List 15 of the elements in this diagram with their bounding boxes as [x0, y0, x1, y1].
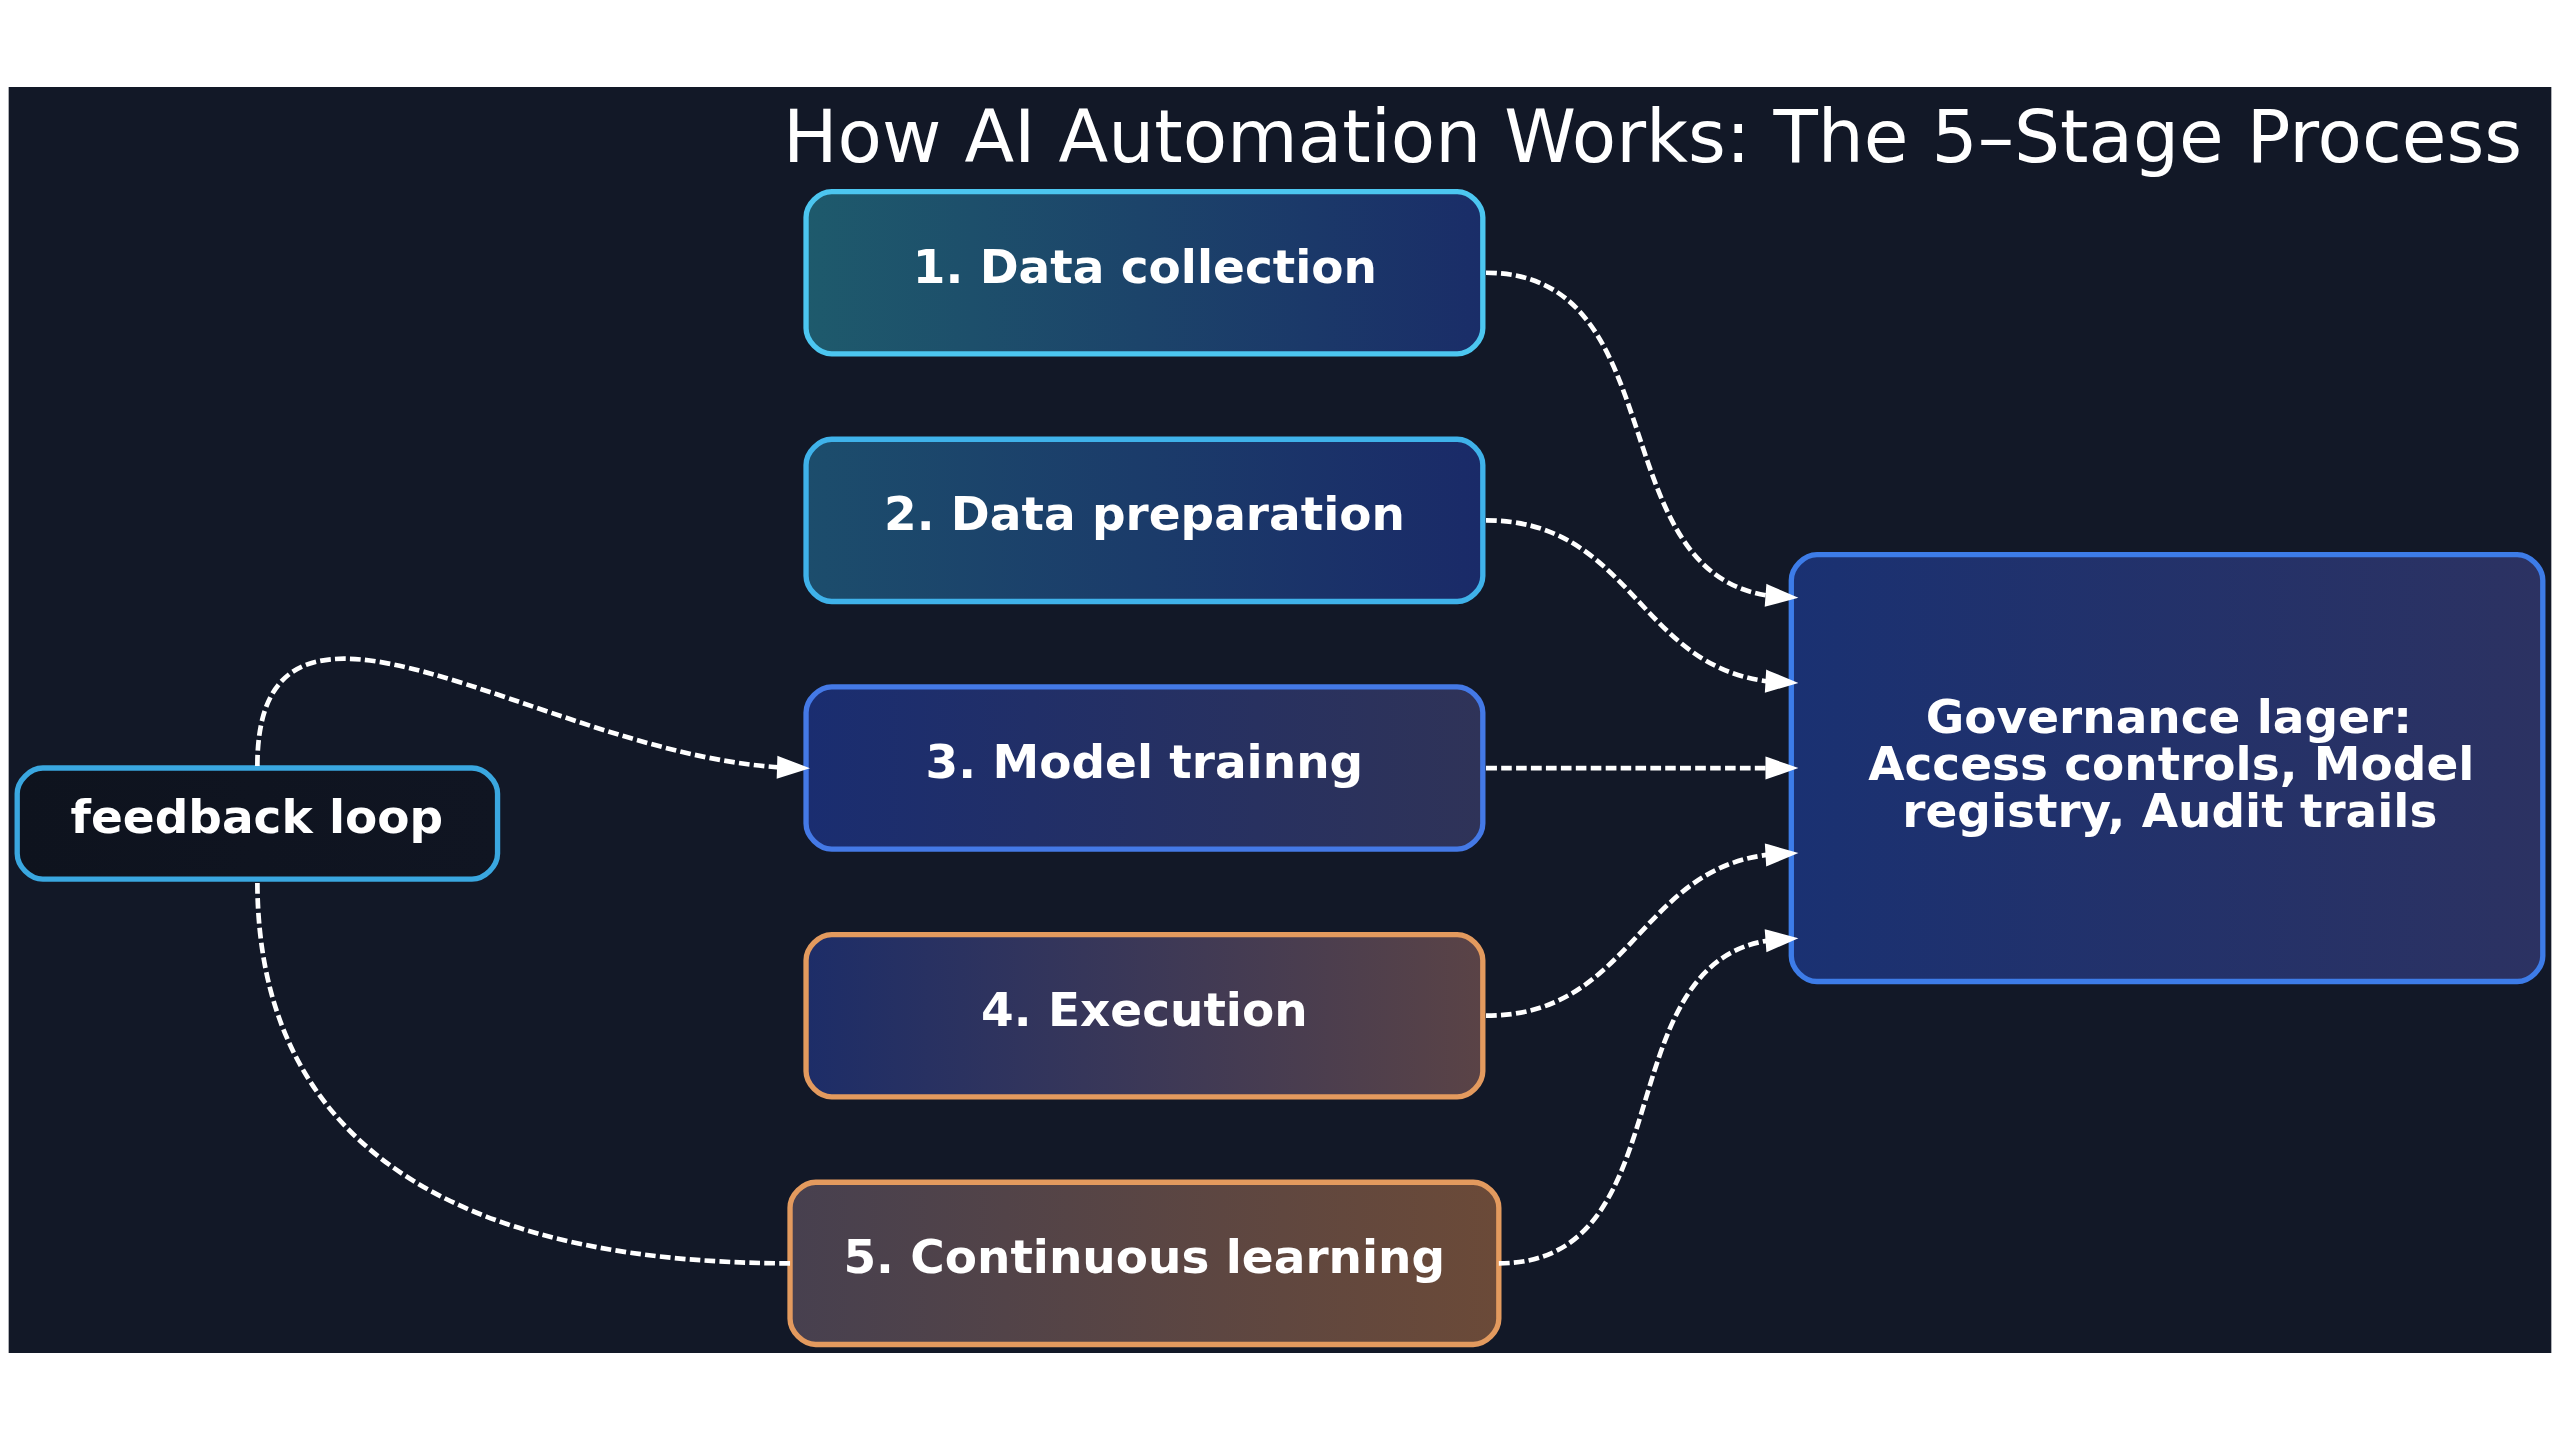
node-box: 5. Continuous learning — [787, 1179, 1502, 1348]
node-box: Governance lager: Access controls, Model registry, Audit trails — [1788, 551, 2546, 985]
node-box: feedback loop — [14, 765, 501, 882]
diagram-title: How AI Automation Works: The 5–Stage Process — [783, 95, 2523, 180]
arrow — [1485, 270, 1799, 607]
connector — [255, 881, 791, 1266]
node-box: 1. Data collection — [803, 188, 1486, 357]
arrow — [255, 656, 810, 779]
node-box: 2. Data preparation — [803, 436, 1486, 605]
arrow — [1485, 843, 1799, 1019]
node-box: 4. Execution — [803, 931, 1486, 1100]
arrow — [1498, 929, 1799, 1266]
arrow — [1486, 756, 1799, 780]
node-box: 3. Model trainng — [803, 684, 1486, 852]
arrow — [1485, 518, 1799, 693]
